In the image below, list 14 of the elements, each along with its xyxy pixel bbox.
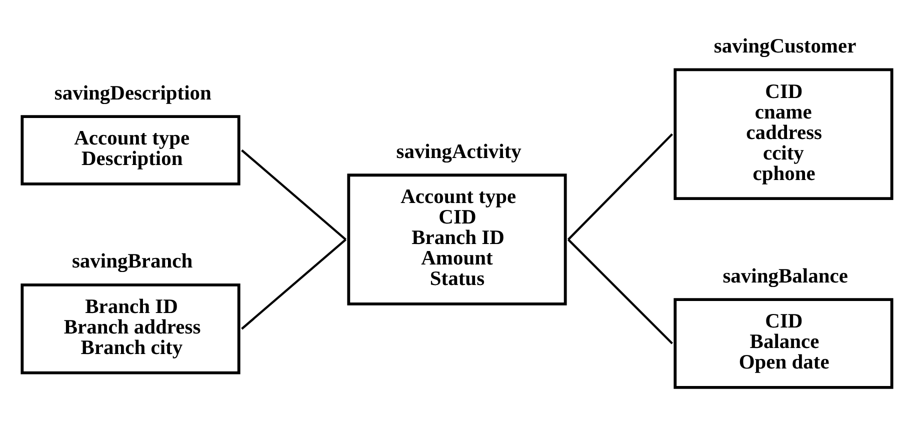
node-label: savingCustomer xyxy=(713,34,856,57)
connector xyxy=(240,148,346,240)
node-box: Branch ID Branch address Branch city xyxy=(20,282,240,374)
node-label: savingBalance xyxy=(722,264,848,287)
node-box: CID cname caddress ccity cphone xyxy=(673,68,893,200)
node-box: CID Balance Open date xyxy=(673,298,893,388)
node-label: savingActivity xyxy=(396,140,521,162)
node-label: savingBranch xyxy=(71,250,192,272)
node-label: savingDescription xyxy=(54,82,211,104)
connector xyxy=(240,238,346,330)
node-box: Account type Description xyxy=(20,114,240,185)
connector xyxy=(567,238,672,344)
node-box: Account type CID Branch ID Amount Status xyxy=(346,173,566,305)
connector xyxy=(566,132,672,240)
